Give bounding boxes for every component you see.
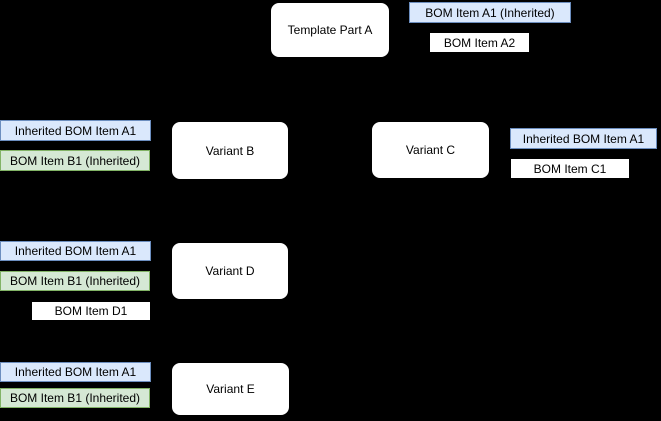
bom-label-c-inherited-a1: Inherited BOM Item A1 — [510, 128, 657, 149]
node-variant-e: Variant E — [171, 362, 290, 416]
node-variant-b: Variant B — [171, 121, 289, 180]
bom-label-b-b1-inherited: BOM Item B1 (Inherited) — [0, 150, 150, 171]
bom-label-d-d1: BOM Item D1 — [31, 301, 151, 321]
bom-label-b-inherited-a1: Inherited BOM Item A1 — [0, 120, 151, 141]
bom-label-c-c1: BOM Item C1 — [510, 158, 630, 179]
bom-label-d-b1-inherited: BOM Item B1 (Inherited) — [0, 271, 150, 291]
bom-label-a1-inherited: BOM Item A1 (Inherited) — [409, 2, 571, 23]
bom-label-e-b1-inherited: BOM Item B1 (Inherited) — [0, 388, 150, 408]
node-variant-c: Variant C — [371, 121, 490, 179]
bom-label-a2: BOM Item A2 — [429, 32, 530, 53]
node-template-part-a: Template Part A — [270, 2, 390, 58]
bom-label-e-inherited-a1: Inherited BOM Item A1 — [0, 362, 151, 382]
node-variant-d: Variant D — [171, 242, 289, 300]
bom-label-d-inherited-a1: Inherited BOM Item A1 — [0, 241, 151, 261]
